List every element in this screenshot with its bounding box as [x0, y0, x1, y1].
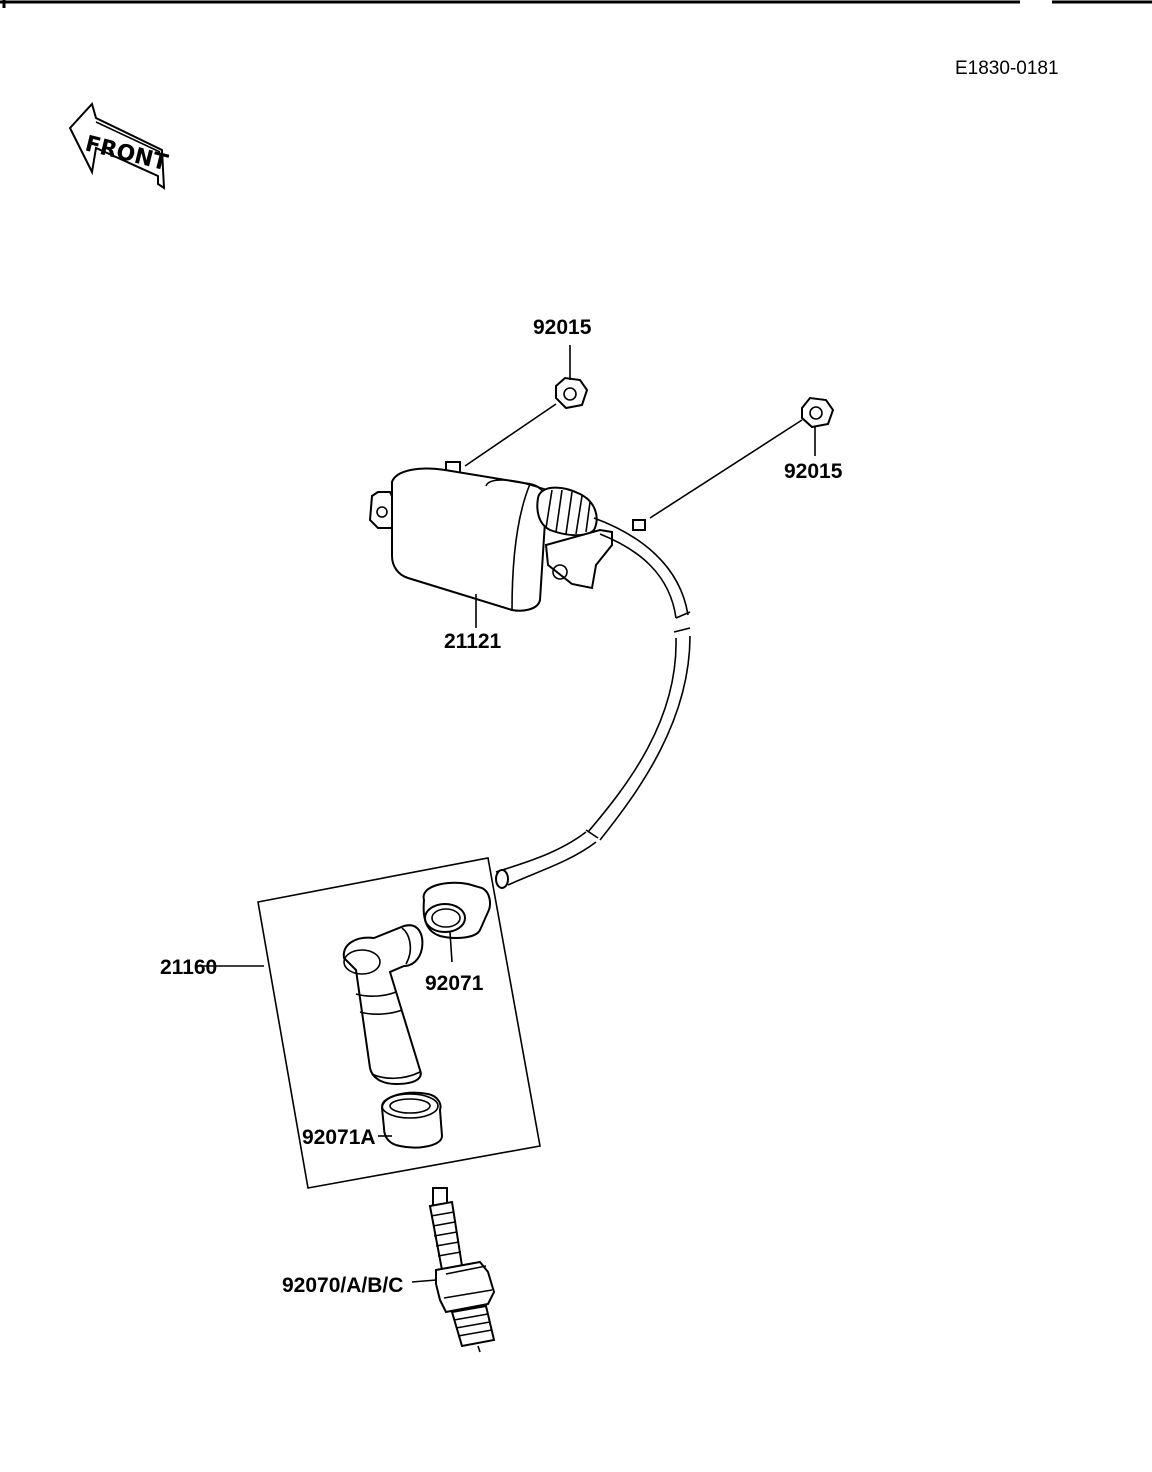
label-92015-right: 92015 — [784, 460, 843, 483]
seal-92071 — [422, 881, 491, 963]
label-21121: 21121 — [444, 630, 502, 653]
front-arrow-icon: FRONT — [68, 102, 170, 190]
label-21160: 21160 — [160, 956, 217, 979]
label-92070: 92070/A/B/C — [282, 1274, 403, 1297]
nut-92015-right — [649, 396, 835, 519]
seal-92071a — [378, 1091, 444, 1149]
plug-cap — [342, 924, 424, 1086]
label-92071: 92071 — [425, 972, 484, 995]
label-92015-top: 92015 — [533, 316, 592, 339]
label-92071a: 92071A — [302, 1126, 376, 1149]
ht-lead — [495, 517, 691, 889]
diagram-code: E1830-0181 — [955, 58, 1059, 79]
ignition-coil — [368, 461, 646, 628]
nut-92015-top — [464, 345, 589, 467]
top-border — [0, 0, 1152, 8]
spark-plug — [411, 1187, 496, 1353]
cap-assembly — [196, 857, 541, 1189]
